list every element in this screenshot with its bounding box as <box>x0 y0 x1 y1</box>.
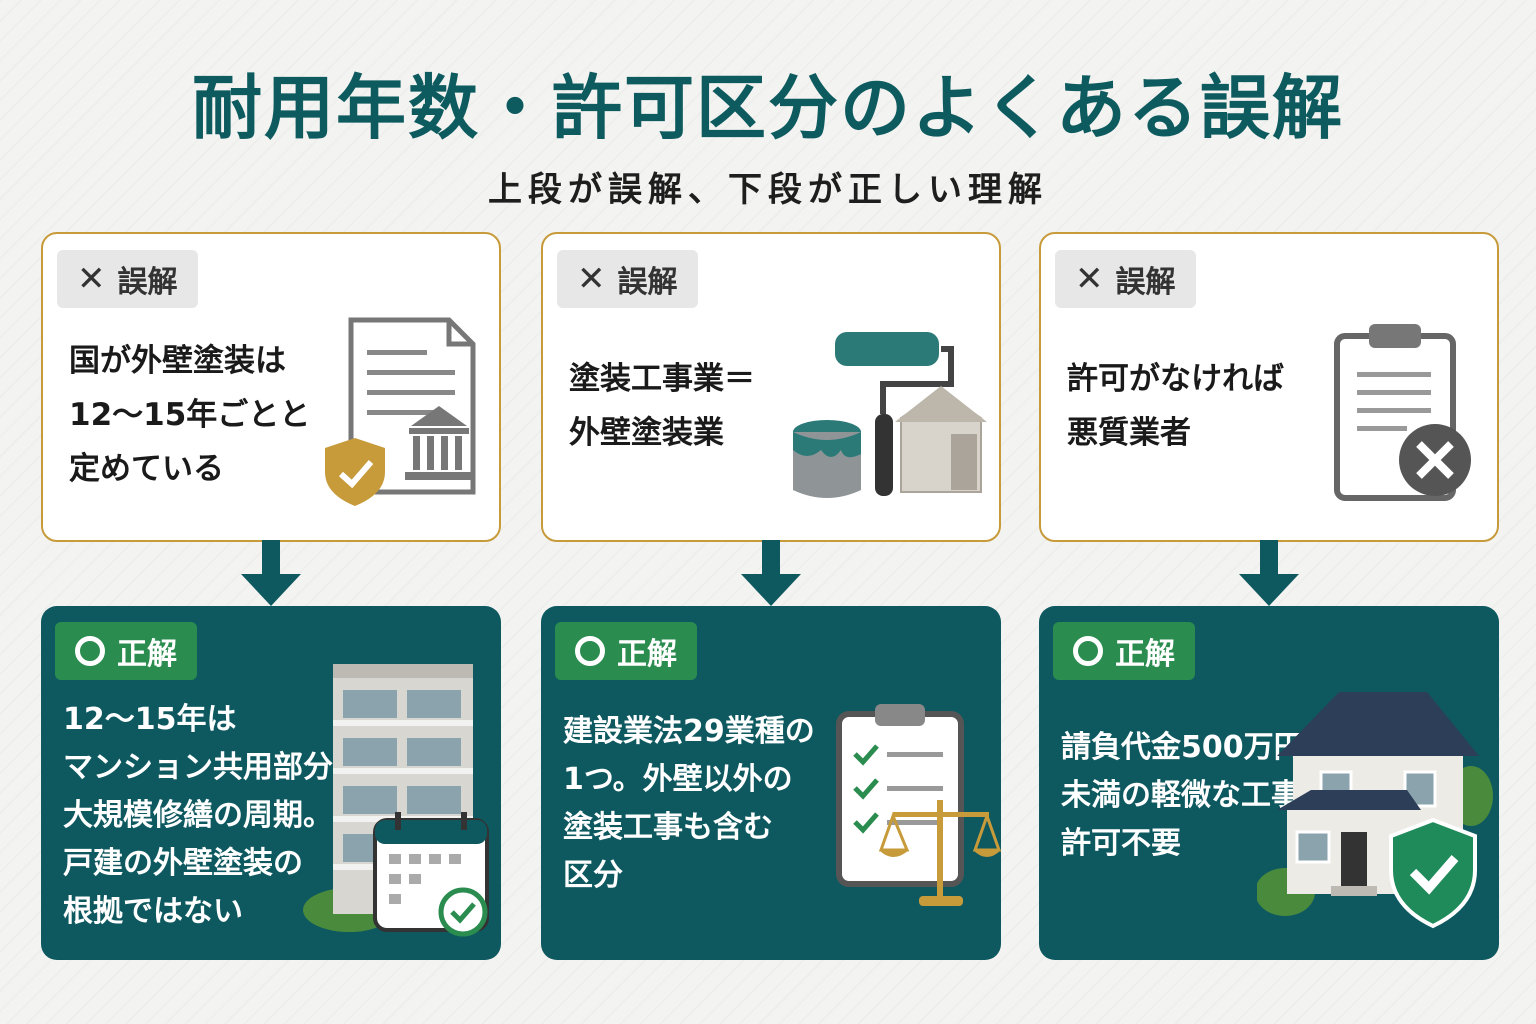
cross-icon: ✕ <box>1075 259 1104 299</box>
myth-text: 塗装工事業＝ 外壁塗装業 <box>569 352 755 460</box>
truth-line: 区分 <box>563 858 623 893</box>
myth-badge-label: 誤解 <box>117 265 178 300</box>
comparison-column-1: ✕ 誤解 国が外壁塗装は 12〜15年ごとと 定めている <box>41 232 501 962</box>
truth-line: 請負代金500万円 <box>1061 730 1304 765</box>
comparison-column-3: ✕ 誤解 許可がなければ 悪質業者 正解 請負代金500万円 未満の軽微な <box>1039 232 1499 962</box>
myth-badge: ✕ 誤解 <box>57 250 198 308</box>
truth-text: 請負代金500万円 未満の軽微な工事は 許可不要 <box>1061 724 1331 868</box>
clipboard-cross-icon <box>1334 324 1471 501</box>
myth-badge: ✕ 誤解 <box>557 250 698 308</box>
truth-card-1: 正解 12〜15年は マンション共用部分の 大規模修繕の周期。 戸建の外壁塗装の… <box>41 606 501 960</box>
truth-badge-label: 正解 <box>1115 637 1175 672</box>
truth-card-3: 正解 請負代金500万円 未満の軽微な工事は 許可不要 <box>1039 606 1499 960</box>
truth-badge: 正解 <box>55 622 197 680</box>
page-title: 耐用年数・許可区分のよくある誤解 <box>192 67 1344 149</box>
myth-line: 悪質業者 <box>1067 415 1191 451</box>
myth-badge-label: 誤解 <box>617 265 678 300</box>
truth-badge-label: 正解 <box>117 637 177 672</box>
truth-badge-label: 正解 <box>617 637 677 672</box>
apartment-calendar-icon <box>303 664 489 937</box>
myth-card-1: ✕ 誤解 国が外壁塗装は 12〜15年ごとと 定めている <box>41 232 501 542</box>
arrow-down-icon <box>241 540 301 606</box>
myth-card-3: ✕ 誤解 許可がなければ 悪質業者 <box>1039 232 1499 542</box>
myth-card-2: ✕ 誤解 塗装工事業＝ 外壁塗装業 <box>541 232 1001 542</box>
truth-badge: 正解 <box>555 622 697 680</box>
truth-text: 12〜15年は マンション共用部分の 大規模修繕の周期。 戸建の外壁塗装の 根拠… <box>63 696 363 936</box>
checklist-scale-icon <box>836 704 1001 906</box>
myth-line: 国が外壁塗装は <box>69 343 286 379</box>
truth-line: 戸建の外壁塗装の <box>63 846 303 881</box>
cross-icon: ✕ <box>577 259 606 299</box>
myth-line: 許可がなければ <box>1067 361 1284 397</box>
comparison-column-2: ✕ 誤解 塗装工事業＝ 外壁塗装業 正解 建設業法29業種の <box>541 232 1001 962</box>
truth-line: マンション共用部分の <box>63 750 363 785</box>
house-shield-check-icon <box>1257 692 1493 929</box>
document-government-shield-icon <box>325 317 476 506</box>
truth-line: 大規模修繕の周期。 <box>63 798 333 833</box>
truth-line: 塗装工事も含む <box>563 810 773 845</box>
arrow-down-icon <box>741 540 801 606</box>
myth-line: 塗装工事業＝ <box>569 361 755 397</box>
truth-line: 許可不要 <box>1061 826 1181 861</box>
myth-line: 定めている <box>69 451 224 487</box>
myth-badge-label: 誤解 <box>1115 265 1176 300</box>
truth-line: 1つ。外壁以外の <box>563 762 793 797</box>
myth-line: 12〜15年ごとと <box>69 397 311 433</box>
cross-icon: ✕ <box>77 259 106 299</box>
myth-line: 外壁塗装業 <box>569 415 724 451</box>
truth-line: 根拠ではない <box>63 894 243 929</box>
circle-icon <box>1073 636 1103 666</box>
truth-card-2: 正解 建設業法29業種の 1つ。外壁以外の 塗装工事も含む 区分 <box>541 606 1001 960</box>
myth-text: 国が外壁塗装は 12〜15年ごとと 定めている <box>69 334 310 496</box>
paint-roller-house-icon <box>793 332 987 498</box>
circle-icon <box>75 636 105 666</box>
myth-text: 許可がなければ 悪質業者 <box>1067 352 1284 460</box>
arrow-down-icon <box>1239 540 1299 606</box>
truth-text: 建設業法29業種の 1つ。外壁以外の 塗装工事も含む 区分 <box>563 708 815 900</box>
truth-line: 12〜15年は <box>63 702 237 737</box>
truth-line: 建設業法29業種の <box>563 714 815 749</box>
page-subtitle: 上段が誤解、下段が正しい理解 <box>488 170 1048 210</box>
circle-icon <box>575 636 605 666</box>
myth-badge: ✕ 誤解 <box>1055 250 1196 308</box>
truth-badge: 正解 <box>1053 622 1195 680</box>
